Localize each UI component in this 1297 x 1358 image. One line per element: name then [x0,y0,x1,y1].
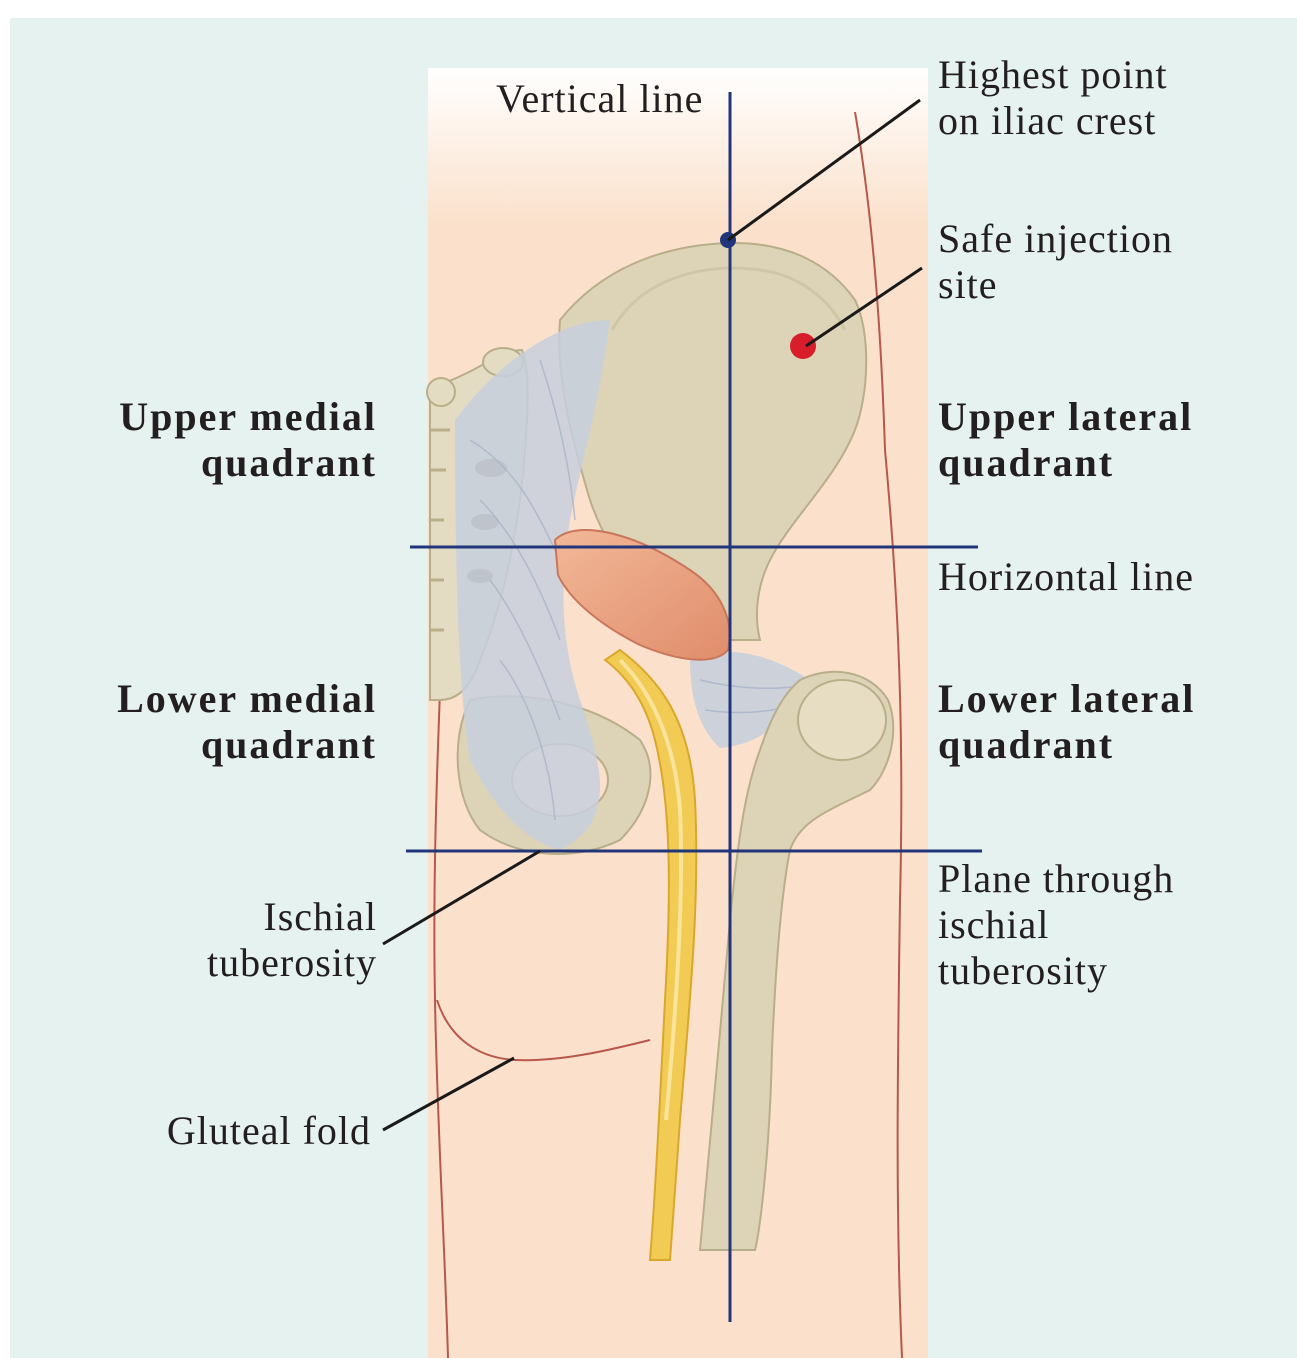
upper-lateral-quadrant-label: Upper lateral quadrant [938,394,1193,486]
injection-site-dot [790,333,816,359]
upper-medial-quadrant-label: Upper medial quadrant [119,394,377,486]
gluteal-fold-label: Gluteal fold [167,1108,371,1154]
lower-lateral-quadrant-label: Lower lateral quadrant [938,676,1195,768]
horizontal-line-label: Horizontal line [938,554,1194,600]
vertical-line-label: Vertical line [496,76,703,122]
greater-trochanter [798,680,886,760]
plane-through-ischial-label: Plane through ischial tuberosity [938,856,1174,994]
highest-point-label: Highest point on iliac crest [938,52,1168,144]
lower-medial-quadrant-label: Lower medial quadrant [117,676,377,768]
safe-injection-site-label: Safe injection site [938,216,1173,308]
ischial-tuberosity-label: Ischial tuberosity [207,894,377,986]
